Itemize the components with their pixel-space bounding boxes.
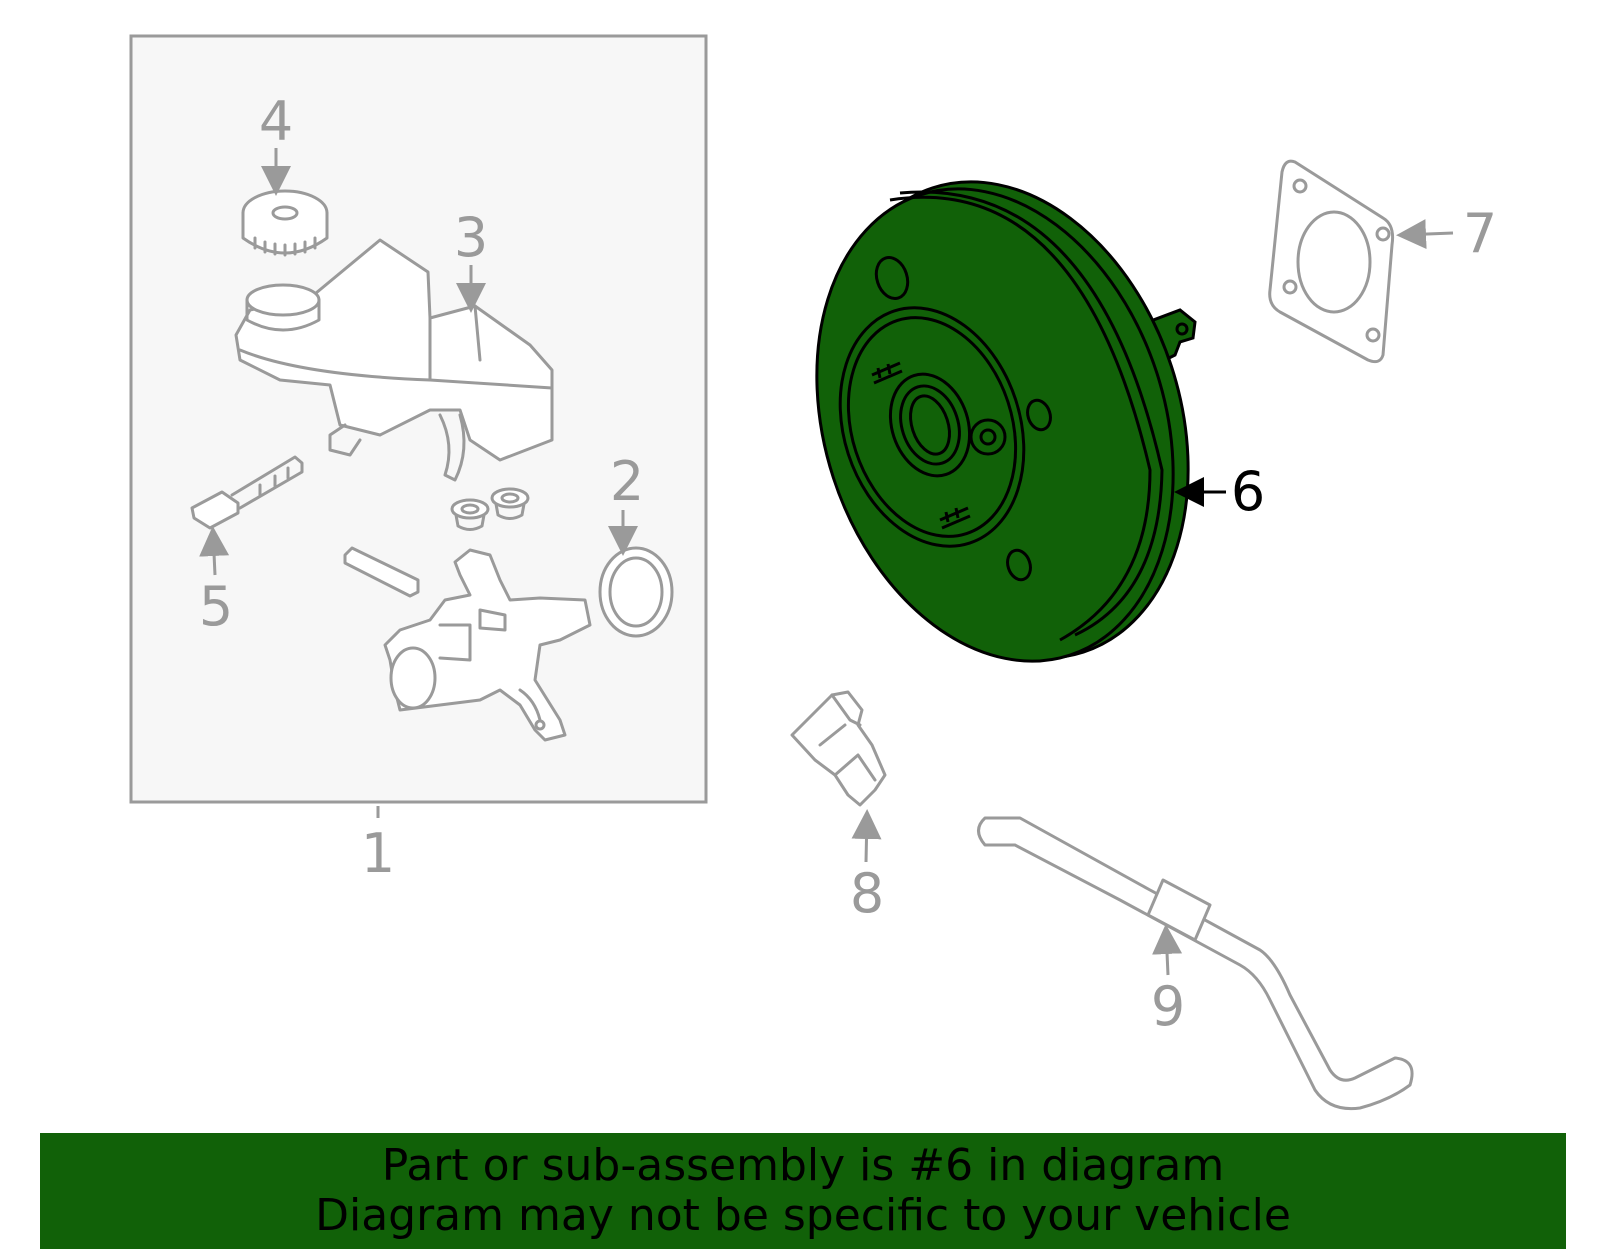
grommet-part[interactable]: [450, 487, 530, 531]
brake-booster-part[interactable]: [759, 135, 1247, 708]
seal-ring-part[interactable]: [598, 546, 674, 638]
callout-2: 2: [610, 450, 644, 513]
gasket-part[interactable]: [1268, 159, 1395, 364]
banner-line-1: Part or sub-assembly is #6 in diagram: [381, 1140, 1225, 1191]
info-banner: Part or sub-assembly is #6 in diagram Di…: [40, 1133, 1566, 1249]
hose-part[interactable]: [977, 816, 1414, 1111]
callout-7: 7: [1463, 202, 1497, 265]
banner-line-2: Diagram may not be specific to your vehi…: [315, 1190, 1291, 1241]
callout-5: 5: [199, 575, 233, 638]
callout-3: 3: [454, 206, 488, 269]
reservoir-cap-part[interactable]: [241, 189, 329, 257]
callout-6: 6: [1231, 460, 1265, 523]
master-cylinder-part[interactable]: [383, 548, 592, 742]
sensor-part[interactable]: [790, 690, 887, 807]
pin-part[interactable]: [343, 546, 420, 598]
callout-9: 9: [1151, 975, 1185, 1038]
connector-part[interactable]: [190, 455, 304, 530]
callout-8: 8: [850, 862, 884, 925]
reservoir-part[interactable]: [234, 238, 554, 482]
callout-4: 4: [259, 90, 293, 153]
callout-1: 1: [361, 822, 395, 885]
